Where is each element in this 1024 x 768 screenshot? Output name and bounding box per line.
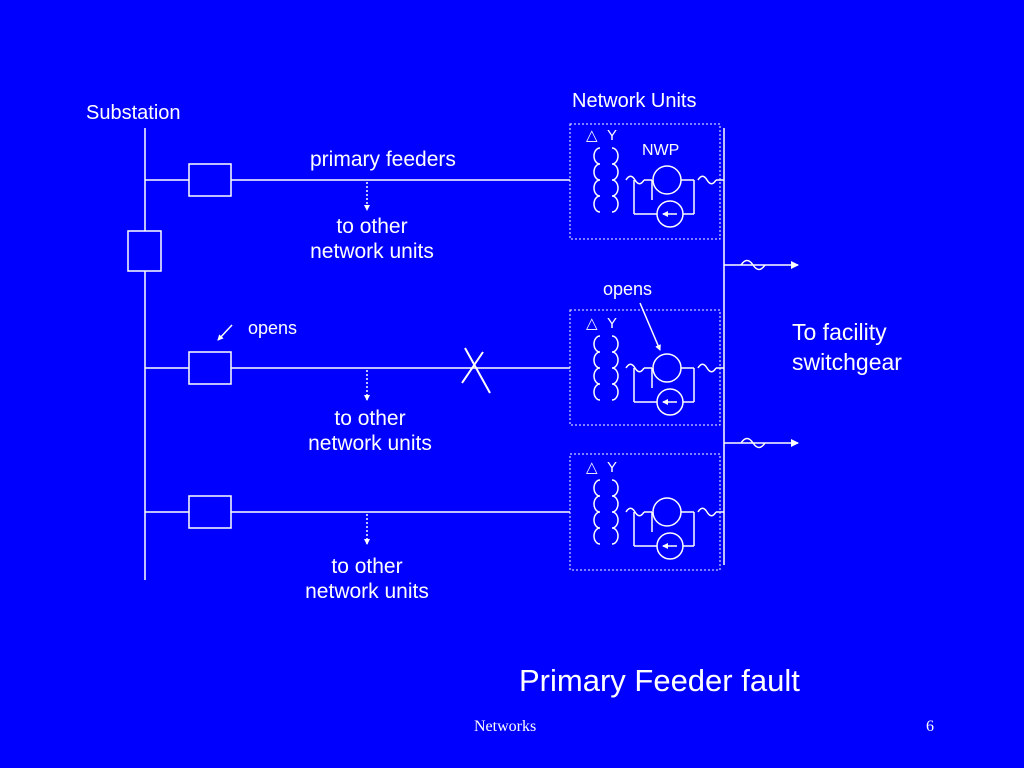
bus-tie-breaker <box>127 230 162 272</box>
fault-mark <box>464 347 491 394</box>
to-other-line2: network units <box>305 580 429 604</box>
fuse-symbol-2 <box>740 437 766 449</box>
facility-label: To facility switchgear <box>792 318 902 378</box>
wye-symbol-2: Y <box>607 315 617 332</box>
opens-protector-arrow <box>639 302 661 351</box>
to-other-line1: to other <box>331 555 403 578</box>
opens-breaker-label: opens <box>248 318 298 338</box>
network-unit-3 <box>569 453 724 571</box>
slide-title: Primary Feeder fault <box>519 663 800 698</box>
to-other-line1: to other <box>334 407 406 430</box>
facility-line2: switchgear <box>792 348 902 375</box>
feeder-breaker-2 <box>188 351 232 385</box>
delta-symbol-2: △ <box>586 315 598 332</box>
network-unit-1 <box>569 123 724 240</box>
to-other-line1: to other <box>336 215 408 238</box>
to-other-line2: network units <box>310 240 434 264</box>
feeder-breaker-1 <box>188 163 232 197</box>
wye-symbol-3: Y <box>607 459 617 476</box>
fault-mark-cross <box>461 351 484 384</box>
network-unit-2 <box>569 309 724 426</box>
to-other-label-1: to other network units <box>292 214 452 264</box>
facility-line1: To facility <box>792 319 887 345</box>
nwp-label: NWP <box>642 142 680 159</box>
delta-symbol-1: △ <box>586 127 598 144</box>
footer-text: Networks <box>474 718 537 735</box>
to-other-label-3: to other network units <box>287 554 447 604</box>
wye-symbol-1: Y <box>607 127 617 144</box>
page-number: 6 <box>926 718 934 735</box>
primary-feeders-label: primary feeders <box>310 148 456 171</box>
substation-label: Substation <box>86 102 181 124</box>
to-other-label-2: to other network units <box>290 406 450 456</box>
feeder-breaker-3 <box>188 495 232 529</box>
network-units-label: Network Units <box>572 90 697 112</box>
opens-breaker-arrow <box>217 324 233 341</box>
delta-symbol-3: △ <box>586 459 598 476</box>
to-other-line2: network units <box>308 432 432 456</box>
fuse-symbol-1 <box>740 259 766 271</box>
opens-protector-label: opens <box>603 279 653 299</box>
